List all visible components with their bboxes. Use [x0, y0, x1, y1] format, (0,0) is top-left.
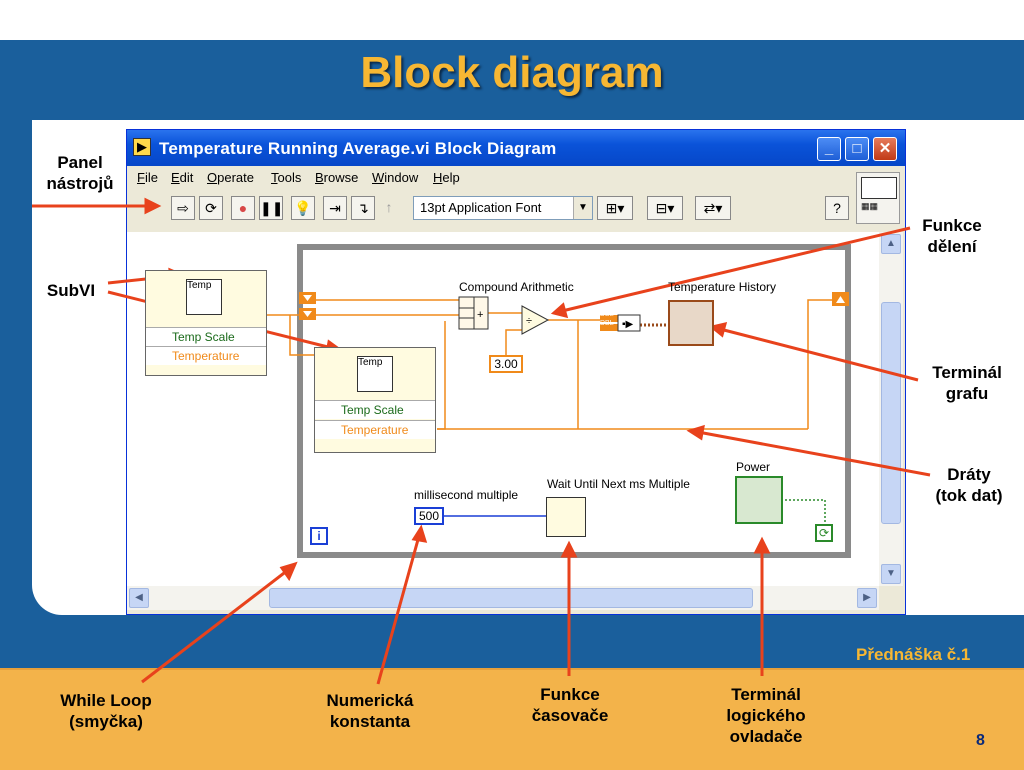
abort-icon[interactable]: ● [231, 196, 255, 220]
numeric-constant-3[interactable]: 3.00 [489, 355, 523, 373]
slide-top-strip [0, 0, 1024, 40]
subvi-temperature[interactable]: Temperature [146, 346, 266, 365]
label-subvi: SubVI [46, 281, 96, 300]
thermometer-icon: Temp [186, 279, 222, 315]
highlight-execution-icon[interactable]: 💡 [291, 196, 315, 220]
subvi-temp-scale[interactable]: Temp Scale [315, 400, 435, 419]
power-label: Power [736, 460, 771, 474]
subvi-temperature[interactable]: Temperature [315, 420, 435, 439]
dbl-tag-2: DBL [600, 320, 614, 327]
dbl-tag-1: DBL [600, 311, 614, 318]
menu-operate[interactable]: Operate [207, 170, 254, 185]
close-icon[interactable]: ✕ [873, 137, 897, 161]
run-continuously-icon[interactable]: ⟳ [199, 196, 223, 220]
scroll-up-icon[interactable]: ▲ [881, 234, 901, 254]
numeric-constant-500[interactable]: 500 [414, 507, 444, 525]
loop-iteration-terminal: i [310, 527, 328, 545]
temperature-history-label: Temperature History [668, 280, 777, 294]
page-number: 8 [976, 732, 985, 749]
retain-wire-values-icon[interactable]: ⇥ [323, 196, 347, 220]
step-out-icon[interactable]: ↑ [385, 199, 393, 215]
subvi-outer[interactable]: Temp Temp Scale Temperature [145, 270, 267, 376]
orange-wires [267, 299, 832, 430]
maximize-icon[interactable]: □ [845, 137, 869, 161]
millisecond-multiple-label: millisecond multiple [414, 488, 519, 502]
distribute-objects-icon[interactable]: ⊟▾ [647, 196, 683, 220]
compound-arithmetic-label: Compound Arithmetic [459, 280, 574, 294]
loop-condition-icon[interactable]: ⟳ [815, 524, 833, 542]
font-select[interactable]: 13pt Application Font▼ [413, 196, 593, 220]
vertical-scrollbar[interactable]: ▲ ▼ [879, 232, 903, 586]
slide-bottom-band [0, 668, 1024, 770]
svg-text:+: + [477, 309, 483, 321]
toggle-switch-icon[interactable] [735, 476, 783, 524]
scroll-right-icon[interactable]: ▶ [857, 588, 877, 608]
vi-icon-panel[interactable]: ▦▦ [856, 172, 900, 224]
menu-window[interactable]: Window [372, 170, 419, 185]
subvi-temp-scale[interactable]: Temp Scale [146, 327, 266, 346]
svg-text:÷: ÷ [526, 315, 532, 327]
minimize-icon[interactable]: _ [817, 137, 841, 161]
step-into-icon[interactable]: ↴ [351, 196, 375, 220]
thermometer-icon: Temp [357, 356, 393, 392]
menu-file[interactable]: File [137, 170, 158, 185]
lecture-label: Přednáška č.1 [856, 645, 971, 664]
chevron-down-icon: ▼ [573, 197, 592, 219]
menu-tools[interactable]: Tools [271, 170, 302, 185]
slide-title: Block diagram [360, 48, 664, 97]
menu-edit[interactable]: Edit [171, 170, 194, 185]
pause-icon[interactable]: ❚❚ [259, 196, 283, 220]
scroll-down-icon[interactable]: ▼ [881, 564, 901, 584]
align-objects-icon[interactable]: ⊞▾ [597, 196, 633, 220]
help-button[interactable]: ? [825, 196, 849, 220]
window-titlebar[interactable]: ▶ Temperature Running Average.vi Block D… [127, 130, 905, 166]
metronome-icon[interactable] [546, 497, 586, 537]
horizontal-scroll-thumb[interactable] [269, 588, 753, 608]
subvi-inner[interactable]: Temp Temp Scale Temperature [314, 347, 436, 453]
divide-function [521, 305, 550, 335]
menu-help[interactable]: Help [433, 170, 460, 185]
window-title: Temperature Running Average.vi Block Dia… [159, 139, 557, 158]
reorder-icon[interactable]: ⇄▾ [695, 196, 731, 220]
waveform-graph-icon[interactable] [668, 300, 714, 346]
labview-icon: ▶ [133, 138, 151, 156]
wait-function-label: Wait Until Next ms Multiple [547, 477, 690, 491]
scroll-left-icon[interactable]: ◀ [129, 588, 149, 608]
connector-pane-icon: ▦▦ [861, 201, 879, 211]
run-icon[interactable]: ⇨ [171, 196, 195, 220]
graph-icon [861, 177, 897, 199]
label-while-loop: While Loop(smyčka) [60, 691, 152, 731]
label-draty: Dráty(tok dat) [935, 465, 1003, 505]
svg-text:▪▶: ▪▶ [622, 319, 634, 330]
menu-browse[interactable]: Browse [315, 170, 359, 185]
